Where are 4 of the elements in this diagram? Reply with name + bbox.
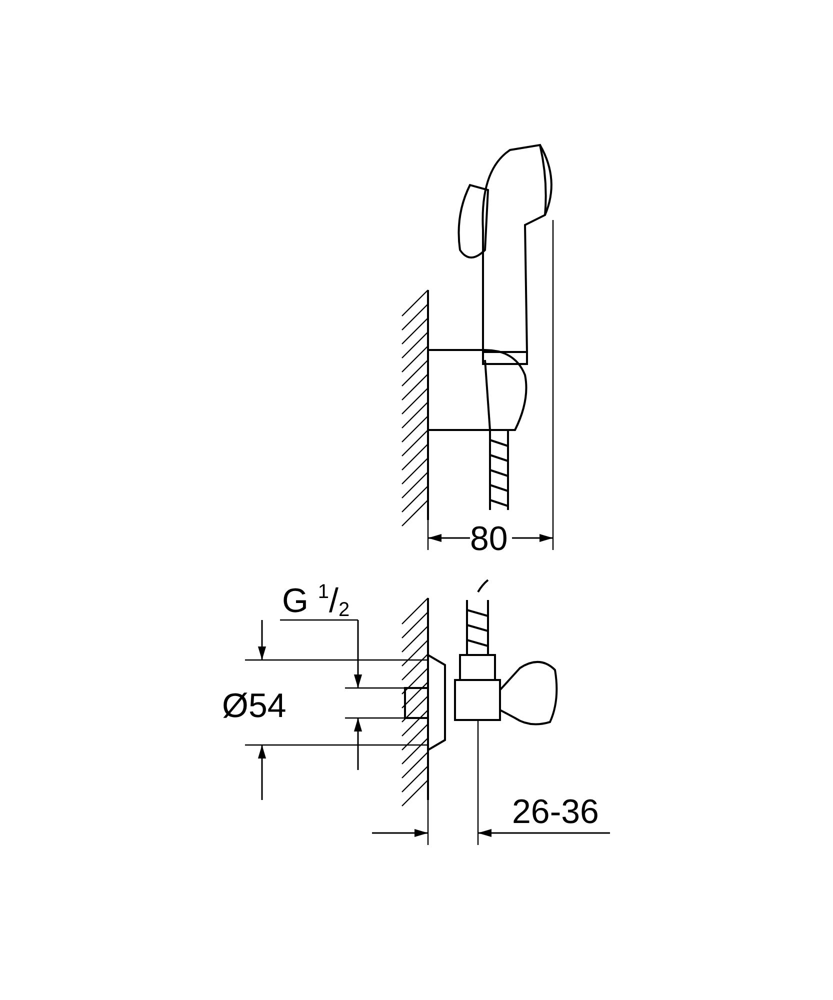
- dimension-label: Ø54: [222, 689, 286, 723]
- dimension-label: 80: [470, 522, 508, 556]
- dimension-label: G $^{1}$/$_{2}$: [282, 582, 350, 620]
- dimension-label: 26-36: [512, 795, 599, 829]
